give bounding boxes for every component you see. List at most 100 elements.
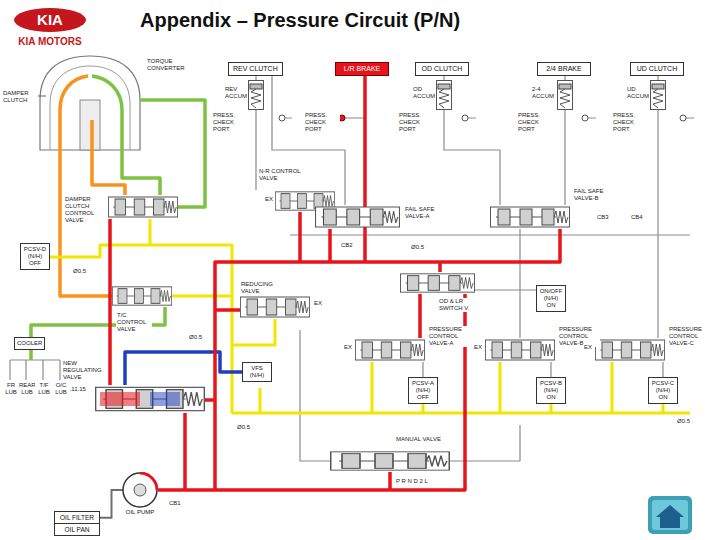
suction-line	[100, 490, 123, 518]
node-text: OD CLUTCH	[420, 65, 464, 73]
accumulator	[437, 81, 452, 110]
part-label: PRESS. CHECK PORT	[612, 112, 648, 133]
node-text: OIL PAN	[58, 526, 96, 533]
part-label: EX	[343, 344, 353, 351]
part-label: OD & LR SWITCH V.	[438, 298, 476, 312]
part-label: REDUCING VALVE	[240, 281, 292, 295]
oil-pump: OIL PUMP	[122, 472, 158, 516]
node-text: 2/4 BRAKE	[542, 65, 586, 73]
solenoid-box: PCSV-B (N/H) ON	[536, 377, 566, 404]
home-button	[648, 496, 692, 534]
switch-valve	[400, 274, 474, 292]
part-label: FAIL SAFE VALVE-B	[573, 188, 611, 202]
pan-box: OIL PAN	[54, 523, 100, 536]
solenoid-box: VFS (N/H)	[242, 362, 272, 382]
pressure-control-valve	[595, 340, 664, 360]
fail-safe-valve	[491, 207, 570, 227]
part-label: PRESSURE CONTROL VALVE-A	[428, 326, 470, 347]
part-label: T/C CONTROL VALVE	[116, 312, 152, 333]
part-label: PRESS. CHECK PORT	[398, 112, 434, 133]
part-label: CB3	[596, 214, 610, 221]
part-label: Ø0.5	[236, 424, 251, 431]
fail-safe-valve	[316, 207, 400, 227]
brand-logo-text: KIA	[14, 11, 86, 28]
part-label: NEW REGULATING VALVE	[62, 360, 108, 381]
part-label: PRESSURE CONTROL VALVE-C	[668, 326, 706, 347]
check-port	[582, 115, 588, 121]
solenoid-box: PCSV-D (N/H) OFF	[20, 243, 50, 270]
node-text: L/R BRAKE	[340, 65, 384, 73]
torque-converter-inner	[50, 66, 130, 150]
accumulator	[249, 81, 264, 110]
part-label: P R N D 2 L	[395, 478, 429, 485]
pump-outline	[122, 472, 158, 508]
part-label: 2-4 ACCUM	[531, 86, 555, 100]
part-label: EX	[583, 344, 593, 351]
regulating-valve-pressure	[150, 392, 180, 406]
part-label: PRESS. CHECK PORT	[212, 112, 248, 133]
part-label: Ø0.5	[676, 418, 691, 425]
clutch-header: OD CLUTCH	[415, 62, 469, 76]
part-label: CB4	[630, 214, 644, 221]
damper-clutch-control-valve	[108, 197, 177, 217]
node-text: PCSV-B (N/H) ON	[539, 380, 563, 401]
accumulator	[651, 81, 666, 110]
brake-header: 2/4 BRAKE	[537, 62, 591, 76]
part-label: REAR LUB	[18, 382, 36, 396]
part-label: DAMPER CLUTCH	[2, 90, 38, 104]
torque-converter-housing	[40, 56, 140, 150]
check-port	[680, 115, 686, 121]
accumulator	[558, 81, 573, 110]
brand-logo-text: KIA MOTORS	[6, 36, 94, 48]
hydraulic-line-orange	[60, 76, 125, 296]
check-port	[279, 115, 285, 121]
part-label: N-R CONTROL VALVE	[258, 168, 304, 182]
node-text: COOLER	[17, 340, 42, 347]
regulating-valve	[96, 387, 205, 410]
node-text: OIL FILTER	[58, 514, 96, 521]
manual-valve	[331, 452, 450, 470]
pressure-control-valve	[485, 340, 554, 360]
cooler-box: COOLER	[14, 337, 45, 350]
part-label: Ø0.5	[410, 244, 425, 251]
node-text: OIL PUMP	[122, 509, 158, 516]
solenoid-box: PCSV-A (N/H) OFF	[408, 377, 438, 404]
hydraulic-line-red	[110, 76, 560, 490]
part-label: O/C LUB	[52, 382, 70, 396]
part-label: CB1	[168, 500, 182, 507]
hydraulic-line-blue	[125, 352, 242, 385]
node-text: PCSV-D (N/H) OFF	[23, 246, 47, 267]
hydraulic-line-green	[31, 76, 205, 360]
node-text: VFS (N/H)	[245, 365, 269, 379]
node-text: REV CLUTCH	[233, 65, 278, 73]
part-label: DAMPER CLUTCH CONTROL VALVE	[64, 196, 108, 224]
part-label: UD ACCUM	[626, 86, 650, 100]
regulating-valve-pressure	[100, 392, 140, 406]
part-label: FAIL SAFE VALVE-A	[404, 206, 442, 220]
solenoid-box: PCSV-C (N/H) ON	[648, 377, 678, 404]
part-label: EX	[264, 196, 274, 203]
node-text: PCSV-A (N/H) OFF	[411, 380, 435, 401]
part-label: EX	[313, 300, 323, 307]
home-icon	[656, 505, 684, 528]
pressure-control-valve	[355, 340, 424, 360]
clutch-header: UD CLUTCH	[630, 62, 684, 76]
logo-oval	[14, 8, 86, 32]
part-label: T/F LUB	[35, 382, 53, 396]
part-label: EX	[473, 344, 483, 351]
tc-control-valve	[112, 287, 171, 305]
part-label: OD ACCUM	[412, 86, 436, 100]
leader-line	[38, 96, 46, 97]
brake-header: L/R BRAKE	[335, 62, 389, 76]
part-label: FR LUB	[3, 382, 19, 396]
part-label: REV ACCUM	[224, 86, 248, 100]
home-button-face	[652, 500, 688, 530]
part-label: CB2	[340, 242, 354, 249]
torque-converter-hub	[80, 100, 100, 150]
pump-gear	[134, 484, 146, 496]
hydraulic-line-grey	[10, 76, 694, 461]
node-text: UD CLUTCH	[635, 65, 679, 73]
part-label: TORQUE CONVERTER	[146, 58, 192, 72]
